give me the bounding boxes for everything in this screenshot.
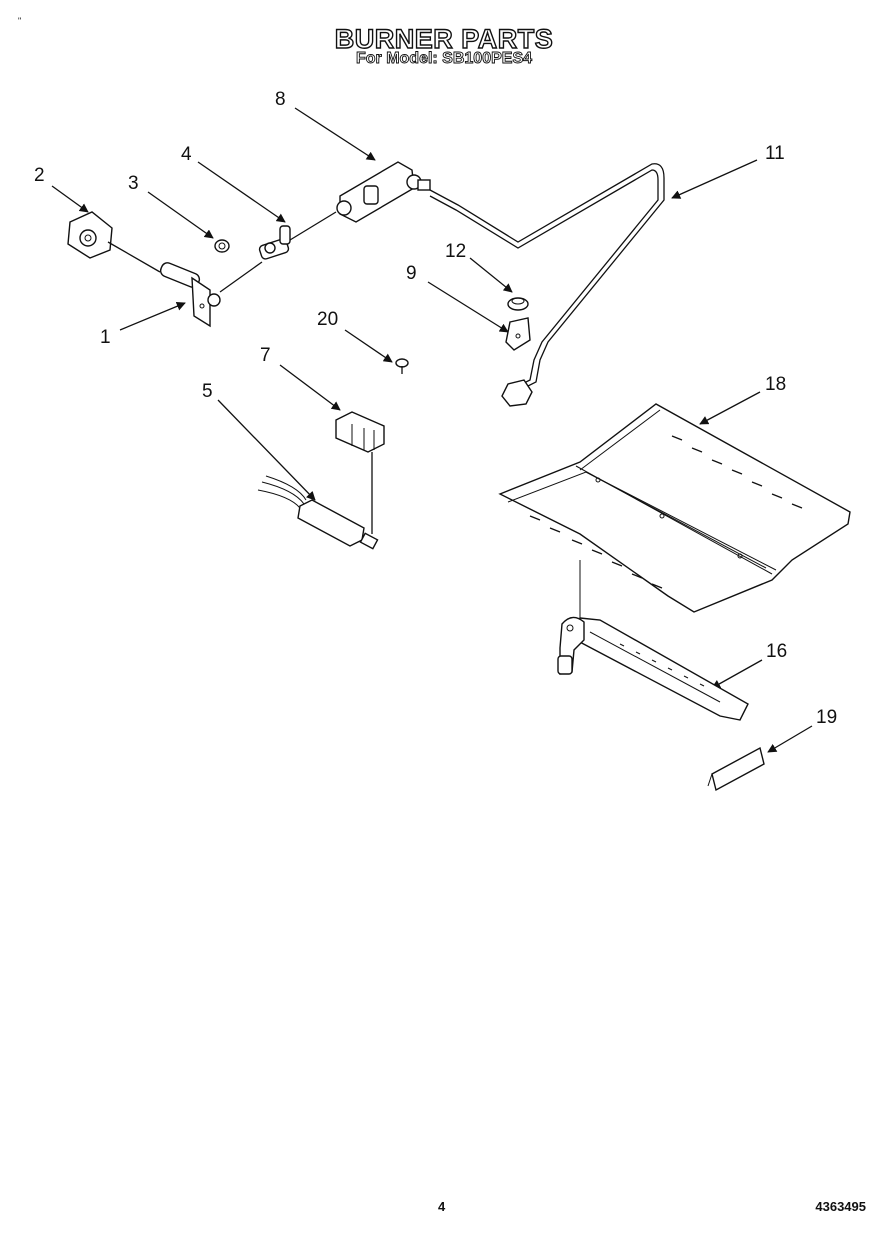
page-title: BURNER PARTS [334, 23, 554, 54]
callout-3: 3 [128, 173, 139, 194]
callout-7: 7 [260, 345, 271, 366]
model-subtitle: For Model: SB100PES4 [355, 50, 533, 68]
callout-4: 4 [181, 144, 192, 165]
callout-16: 16 [766, 641, 788, 662]
callout-5: 5 [202, 381, 213, 402]
leader-arrows [51, 107, 813, 753]
burner-port-row [619, 643, 705, 687]
callout-12: 12 [445, 241, 467, 262]
burner-tube-part [557, 616, 749, 721]
gas-supply-tube-part [429, 163, 665, 407]
igniter-connector-part [335, 411, 385, 534]
igniter-part [257, 475, 379, 550]
callout-2: 2 [34, 165, 45, 186]
corner-mark: " [18, 16, 22, 26]
callout-1: 1 [100, 327, 111, 348]
callout-9: 9 [406, 263, 417, 284]
pressure-regulator-part [336, 161, 431, 223]
elbow-fitting-part [258, 211, 337, 260]
fitting-part [214, 239, 230, 253]
callout-8: 8 [275, 89, 286, 110]
burner-bracket-part [707, 746, 765, 792]
callout-19: 19 [816, 707, 838, 728]
orifice-nut-part [507, 297, 529, 311]
gas-valve-part [159, 261, 263, 328]
burner-baffle-part [498, 403, 851, 620]
callout-18: 18 [765, 374, 787, 395]
valve-body-part [67, 211, 161, 273]
callout-11: 11 [765, 143, 785, 164]
orifice-bracket-part [505, 317, 531, 351]
page-number: 4 [438, 1199, 446, 1214]
callout-20: 20 [317, 309, 339, 330]
baffle-slots [529, 435, 803, 589]
screw-part [395, 358, 409, 374]
document-number: 4363495 [815, 1199, 866, 1214]
